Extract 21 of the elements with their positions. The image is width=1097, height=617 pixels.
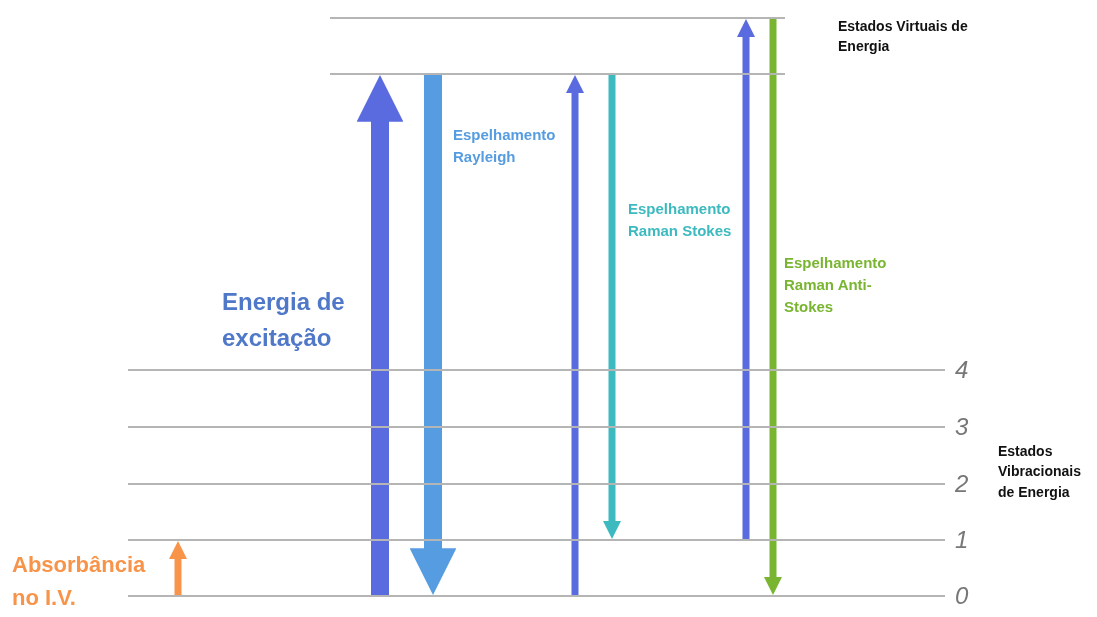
- edge-label: Energia de excitação: [222, 287, 346, 353]
- group-label: Estados Virtuais de Energia: [838, 17, 969, 57]
- transition-arrow: [409, 75, 457, 595]
- edge-label: Espelhamento Rayleigh: [453, 125, 557, 167]
- level-number: 4: [955, 358, 969, 382]
- edge-label: Espelhamento Raman Anti-Stokes: [784, 253, 888, 317]
- edge-label: Espelhamento Raman Stokes: [628, 199, 733, 241]
- energy-level-line: [128, 369, 945, 371]
- level-number: 0: [955, 584, 969, 608]
- level-number: 3: [955, 415, 969, 439]
- transition-arrow: [356, 75, 404, 595]
- level-number: 1: [955, 528, 969, 552]
- energy-level-line: [128, 595, 945, 597]
- energy-level-line: [128, 483, 945, 485]
- energy-level-line: [128, 539, 945, 541]
- energy-level-line: [330, 73, 785, 75]
- edge-label: Absorbância no I.V.: [12, 551, 147, 612]
- energy-level-line: [330, 17, 785, 19]
- group-label: Estados Vibracionais de Energia: [998, 442, 1082, 502]
- level-number: 2: [955, 472, 969, 496]
- energy-level-line: [128, 426, 945, 428]
